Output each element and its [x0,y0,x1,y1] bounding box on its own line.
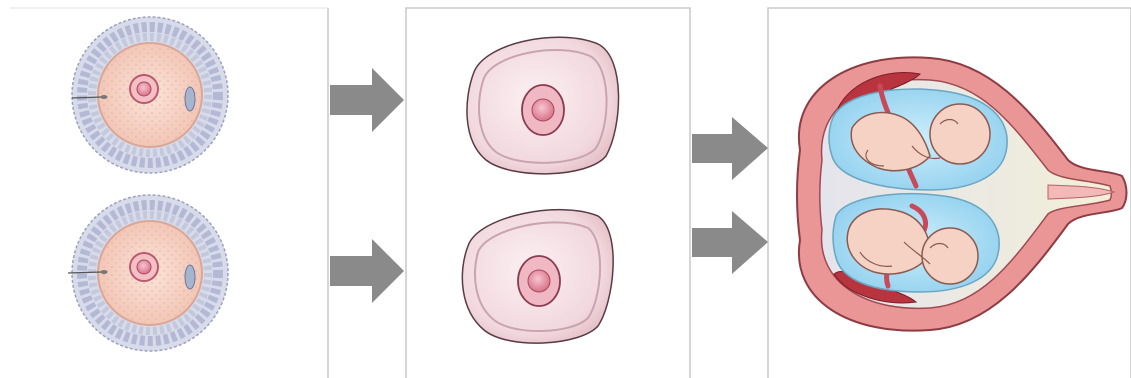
arrow-egg-top-to-zygote-top [330,68,404,132]
arrow-egg-bottom-to-zygote-bottom [330,239,404,303]
fertilized-egg-top [72,17,228,173]
fetus-head [930,104,990,164]
polar-body [185,265,195,289]
fertilized-egg-bottom [68,195,228,351]
zygote-top [467,37,619,174]
zygote-bottom [462,210,613,343]
uterus [797,57,1127,330]
arrow-zygote-top-to-uterus [692,117,768,180]
arrow-zygote-bottom-to-uterus [692,211,768,274]
fetus-head [922,228,978,284]
polar-body [185,87,195,111]
